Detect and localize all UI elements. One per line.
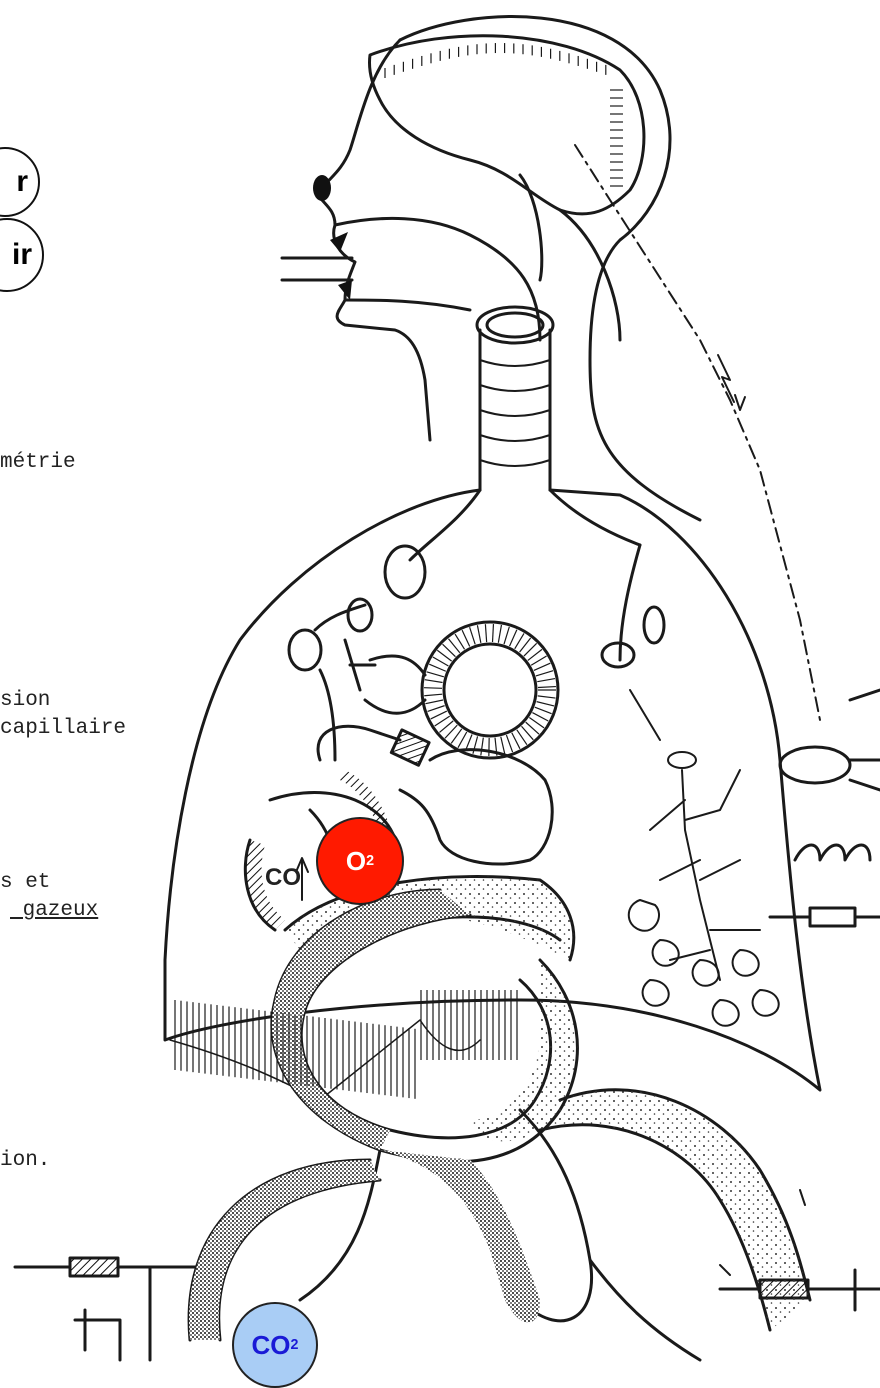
left-bronchus xyxy=(410,490,640,560)
decorative-stroke xyxy=(431,711,447,719)
label-s-et: s et xyxy=(0,870,50,896)
decorative-stroke xyxy=(524,643,537,656)
decorative-stroke xyxy=(538,696,556,698)
decorative-stroke xyxy=(470,627,476,644)
decorative-stroke xyxy=(521,726,533,740)
decorative-stroke xyxy=(443,644,456,657)
decorative-stroke xyxy=(504,627,509,644)
decorative-stroke xyxy=(445,725,457,738)
decorative-stroke xyxy=(506,735,512,752)
label-ion: ion. xyxy=(0,1148,50,1174)
decorative-stroke xyxy=(517,730,527,745)
decorative-stroke xyxy=(458,732,467,748)
nasal-cavity xyxy=(335,218,540,340)
decorative-stroke xyxy=(455,634,465,649)
decorative-stroke xyxy=(537,702,554,706)
co2-badge-main: CO xyxy=(252,1330,291,1361)
decorative-stroke xyxy=(451,729,462,744)
decorative-stroke xyxy=(531,656,546,665)
co-partial-label: CO xyxy=(265,864,301,891)
decorative-stroke xyxy=(535,707,552,713)
label-sion: sion xyxy=(0,688,50,714)
decorative-stroke xyxy=(534,663,550,670)
decorative-stroke xyxy=(439,721,453,733)
decorative-stroke xyxy=(485,624,486,642)
decorative-stroke xyxy=(532,713,548,721)
co2-badge-sub: 2 xyxy=(291,1337,299,1353)
decorative-stroke xyxy=(538,687,556,688)
decorative-stroke xyxy=(498,625,501,643)
o2-badge-main: O xyxy=(346,846,366,877)
decorative-stroke xyxy=(425,680,443,683)
nerve-path xyxy=(575,145,820,720)
decorative-stroke xyxy=(437,650,451,661)
decorative-stroke xyxy=(493,624,494,642)
decorative-stroke xyxy=(433,657,449,666)
decorative-stroke xyxy=(528,649,542,660)
decorative-stroke xyxy=(425,700,443,704)
decorative-stroke xyxy=(510,630,517,646)
decorative-stroke xyxy=(428,706,445,712)
side-bubble-1-text: r xyxy=(16,165,28,199)
decorative-stroke xyxy=(501,737,505,755)
decorative-stroke xyxy=(427,672,444,677)
o2-badge-sub: 2 xyxy=(366,853,374,869)
decorative-stroke xyxy=(435,716,450,726)
mouth xyxy=(345,300,470,310)
bronchial-tree xyxy=(629,752,779,1026)
alveolus xyxy=(422,622,558,758)
label-gazeux: gazeux xyxy=(10,898,98,924)
decorative-stroke xyxy=(429,664,446,671)
decorative-stroke xyxy=(424,688,442,689)
decorative-stroke xyxy=(529,718,544,728)
decorative-stroke xyxy=(515,633,524,648)
label-metrie: métrie xyxy=(0,450,76,476)
decorative-stroke xyxy=(537,679,555,682)
decorative-stroke xyxy=(424,694,442,696)
decorative-stroke xyxy=(462,630,470,646)
decorative-stroke xyxy=(520,638,531,652)
decorative-stroke xyxy=(481,738,484,756)
label-capillaire: capillaire xyxy=(0,716,126,742)
decorative-stroke xyxy=(526,722,539,734)
decorative-stroke xyxy=(477,625,480,643)
decorative-stroke xyxy=(536,671,553,676)
side-bubble-2-text: ir xyxy=(12,238,32,272)
decorative-stroke xyxy=(512,733,520,749)
decorative-stroke xyxy=(448,639,459,653)
